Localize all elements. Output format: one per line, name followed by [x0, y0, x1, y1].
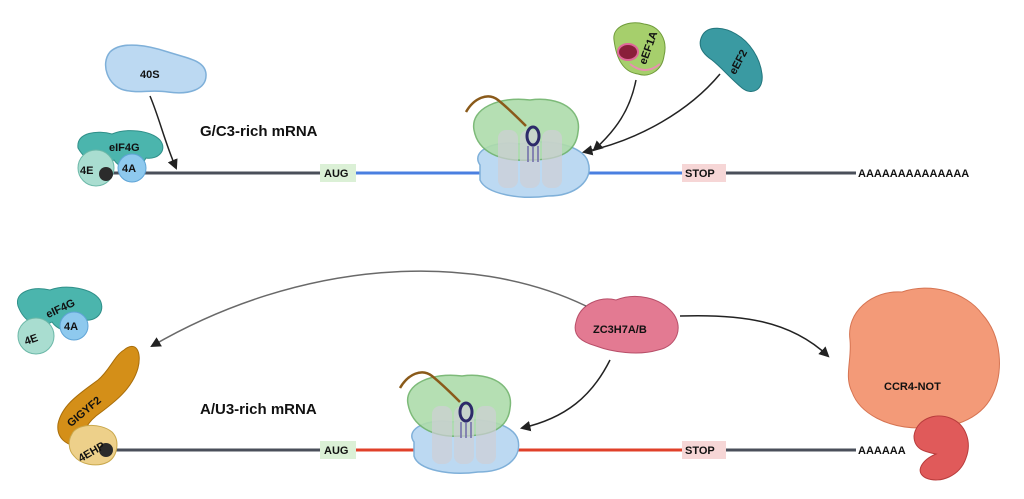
bottom-polya-label: AAAAAA — [858, 445, 906, 457]
top-4a-label: 4A — [122, 163, 136, 175]
top-ribosome — [464, 95, 590, 198]
40s-recruitment-arrow — [149, 95, 178, 170]
ccr4-not-label: CCR4-NOT — [884, 381, 941, 393]
gigyf2-protein: GIGYF2 4EHP — [57, 345, 140, 466]
eef2-protein: eEF2 — [699, 27, 763, 92]
top-4e-label: 4E — [80, 165, 93, 177]
eef2-arrow — [581, 73, 721, 156]
bottom-aug-label: AUG — [324, 445, 348, 457]
bottom-aug-box — [320, 441, 356, 459]
eef1a-protein: eEF1A — [613, 22, 666, 76]
zc3h7-label: ZC3H7A/B — [593, 324, 647, 336]
top-eif4g-label: eIF4G — [109, 142, 140, 154]
bottom-mrna-label: A/U3-rich mRNA — [200, 401, 317, 418]
top-stop-box — [682, 164, 726, 182]
zc3h7-to-ccr4-not-arrow — [679, 314, 830, 358]
zc3h7-to-ribosome-arrow — [519, 359, 611, 432]
bottom-panel: eIF4G 4E 4A GIGYF2 4EHP A/U3-rich mRNA A… — [16, 270, 1000, 481]
top-polya-label: AAAAAAAAAAAAAA — [858, 168, 969, 180]
top-aug-box — [320, 164, 356, 182]
bottom-stop-label: STOP — [685, 445, 715, 457]
bottom-4a-label: 4A — [64, 321, 78, 333]
top-aug-label: AUG — [324, 168, 348, 180]
top-mrna-label: G/C3-rich mRNA — [200, 123, 318, 140]
top-panel: 40S eIF4G 4E 4A G/C3-rich mRNA AUG — [77, 22, 969, 198]
40s-subunit: 40S — [104, 44, 207, 94]
eef1a-arrow — [592, 79, 637, 152]
bottom-4e-label: 4E — [23, 332, 40, 348]
zc3h7-protein: ZC3H7A/B — [574, 295, 679, 354]
bottom-stop-box — [682, 441, 726, 459]
top-eif4f-complex: eIF4G 4E 4A — [77, 130, 164, 187]
bottom-ribosome — [398, 371, 520, 474]
zc3h7-to-gigyf2-arrow — [150, 270, 587, 348]
ccr4-not-complex: CCR4-NOT — [847, 287, 1000, 481]
bottom-eif4f-complex: eIF4G 4E 4A — [16, 286, 103, 355]
top-stop-label: STOP — [685, 168, 715, 180]
40s-label: 40S — [140, 69, 160, 81]
